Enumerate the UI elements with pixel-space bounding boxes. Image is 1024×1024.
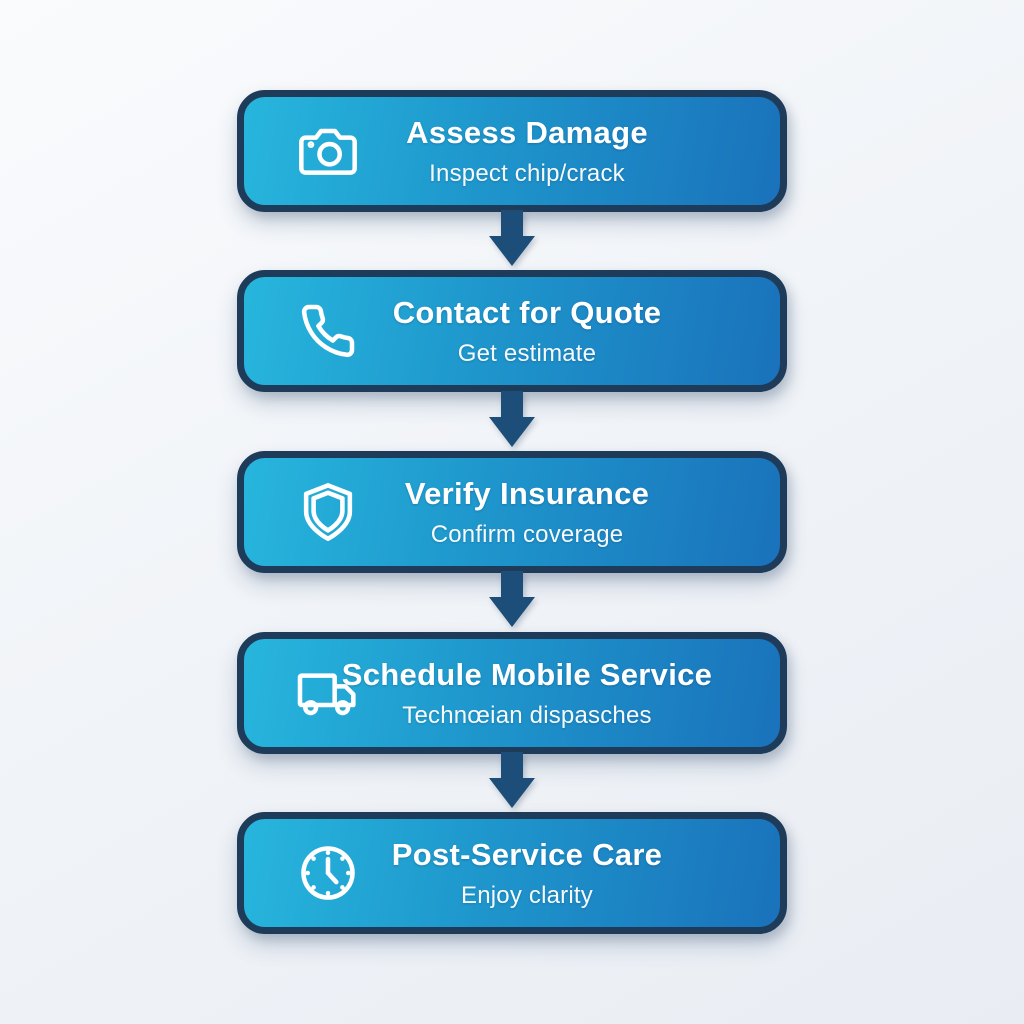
step-subtitle: Technœian dispasches [402, 701, 652, 729]
arrow-down-icon [489, 752, 535, 808]
step-subtitle: Inspect chip/crack [429, 159, 625, 187]
truck-icon [296, 661, 360, 725]
step-title: Post-Service Care [391, 836, 663, 872]
step-subtitle: Get estimate [457, 339, 597, 367]
step-post-service-care: Post-Service Care Enjoy clarity [237, 812, 787, 934]
step-contact-for-quote: Contact for Quote Get estimate [237, 270, 787, 392]
clock-icon [296, 841, 360, 905]
shield-icon [296, 480, 360, 544]
camera-icon [296, 119, 360, 183]
step-title: Schedule Mobile Service [341, 656, 713, 692]
step-title: Assess Damage [406, 114, 648, 150]
arrow-down-icon [489, 391, 535, 447]
step-verify-insurance: Verify Insurance Confirm coverage [237, 451, 787, 573]
arrow-down-icon [489, 571, 535, 627]
step-assess-damage: Assess Damage Inspect chip/crack [237, 90, 787, 212]
arrow-down-icon [489, 210, 535, 266]
step-schedule-mobile-service: Schedule Mobile Service Technœian dispas… [237, 632, 787, 754]
phone-icon [296, 299, 360, 363]
step-title: Contact for Quote [392, 294, 662, 330]
step-title: Verify Insurance [404, 475, 650, 511]
step-subtitle: Enjoy clarity [461, 881, 593, 909]
step-subtitle: Confirm coverage [430, 520, 624, 548]
